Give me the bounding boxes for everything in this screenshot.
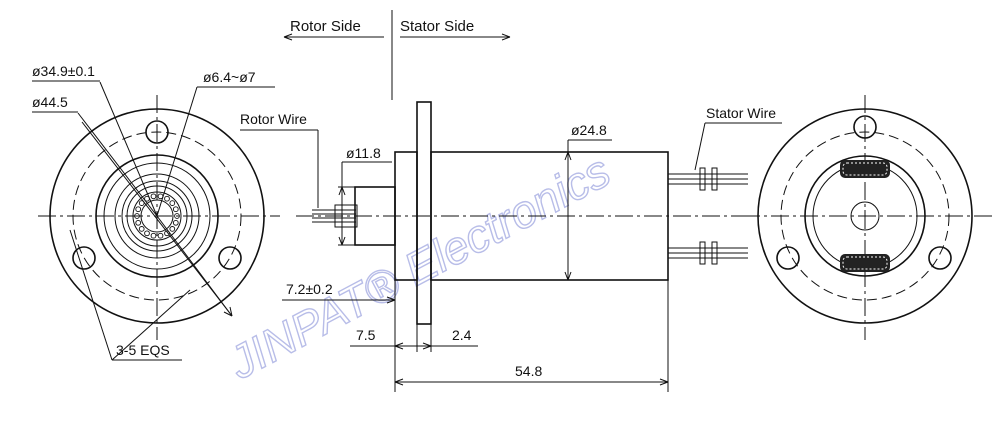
rotor-bead: [169, 200, 176, 206]
rotor-bead: [174, 213, 180, 219]
mount-hole-left: [72, 246, 96, 270]
stator-mount-hole-right: [928, 246, 952, 270]
flange-leader: [77, 112, 158, 217]
flange-diameter-dimension: ø44.5: [32, 94, 68, 110]
bore-dimension: ø6.4~ø7: [203, 69, 256, 85]
stator-body: [430, 151, 669, 281]
rotor-bead: [138, 226, 145, 232]
rotor-wire-beads: [134, 193, 180, 239]
body-diameter-dimension: ø24.8: [571, 122, 607, 138]
stator-mount-hole-top: [853, 115, 877, 139]
eqs-leader-2: [111, 289, 191, 361]
rotor-ring-1: [121, 180, 193, 252]
side-view: [240, 101, 782, 392]
flange-thickness-dimension: 2.4: [452, 327, 472, 343]
stator-bolt-circle: [780, 131, 950, 301]
rotor-bead: [157, 232, 164, 239]
stator-wire-bundle-top: [668, 167, 748, 191]
side-header: Rotor Side Stator Side: [283, 10, 511, 100]
rotor-diameter-dimension: ø11.8: [346, 145, 381, 161]
connector-bottom: [840, 254, 890, 272]
body-inner-ring: [103, 162, 211, 270]
pcd-dimension: ø34.9±0.1: [32, 63, 95, 79]
rotor-side-arrow: [283, 33, 293, 41]
watermark-text: JINPAT® Electronics: [219, 144, 618, 389]
rotor-shoulder: [114, 173, 200, 259]
stator-flange-outline: [757, 108, 973, 324]
rotor-side-label: Rotor Side: [290, 18, 361, 35]
rotor-bead: [150, 193, 157, 200]
bolt-circle: [72, 131, 242, 301]
rotor-bead: [169, 226, 176, 232]
mount-hole-right: [218, 246, 242, 270]
pcd-leader: [99, 81, 158, 217]
stator-body-outline: [804, 155, 926, 277]
rotor-bore: [140, 199, 174, 233]
stator-side-label: Stator Side: [400, 18, 474, 35]
total-length-dimension: 54.8: [515, 363, 542, 379]
stator-mount-hole-left: [776, 246, 800, 270]
diameter-arrow: [223, 306, 233, 317]
stator-center-hole: [850, 201, 880, 231]
rotor-end-view: [38, 81, 280, 361]
stator-wire-label: Stator Wire: [706, 105, 776, 121]
rotor-bead: [135, 206, 142, 213]
rotor-bead: [150, 232, 157, 239]
rotor-length-dimension: 7.2±0.2: [286, 281, 333, 297]
diameter-line: [81, 121, 233, 317]
rotor-bead: [172, 219, 179, 226]
mount-hole-top: [145, 120, 169, 144]
shoulder-length-dimension: 7.5: [356, 327, 376, 343]
body-outline: [95, 154, 219, 278]
rotor-wire-label: Rotor Wire: [240, 111, 307, 127]
stator-wire-bundle-bottom: [668, 241, 748, 265]
bore-leader: [156, 86, 198, 217]
rotor-ring-3: [132, 191, 182, 241]
rotor-bead: [164, 195, 170, 202]
stator-side-arrow: [501, 33, 511, 41]
stator-end-view: [742, 95, 992, 340]
eqs-label: 3-5 EQS: [116, 342, 170, 358]
connector-top: [840, 160, 890, 178]
flange-outline: [49, 108, 265, 324]
rotor-bead: [135, 219, 142, 226]
stator-wire-leader: [694, 122, 706, 171]
rotor-bead: [134, 213, 140, 219]
eqs-leader-1: [69, 229, 113, 361]
rotor-ring-2: [126, 185, 188, 247]
rotor-wire-sleeve: [334, 204, 358, 228]
rotor-bead: [172, 206, 179, 213]
rotor-bead: [144, 230, 150, 237]
